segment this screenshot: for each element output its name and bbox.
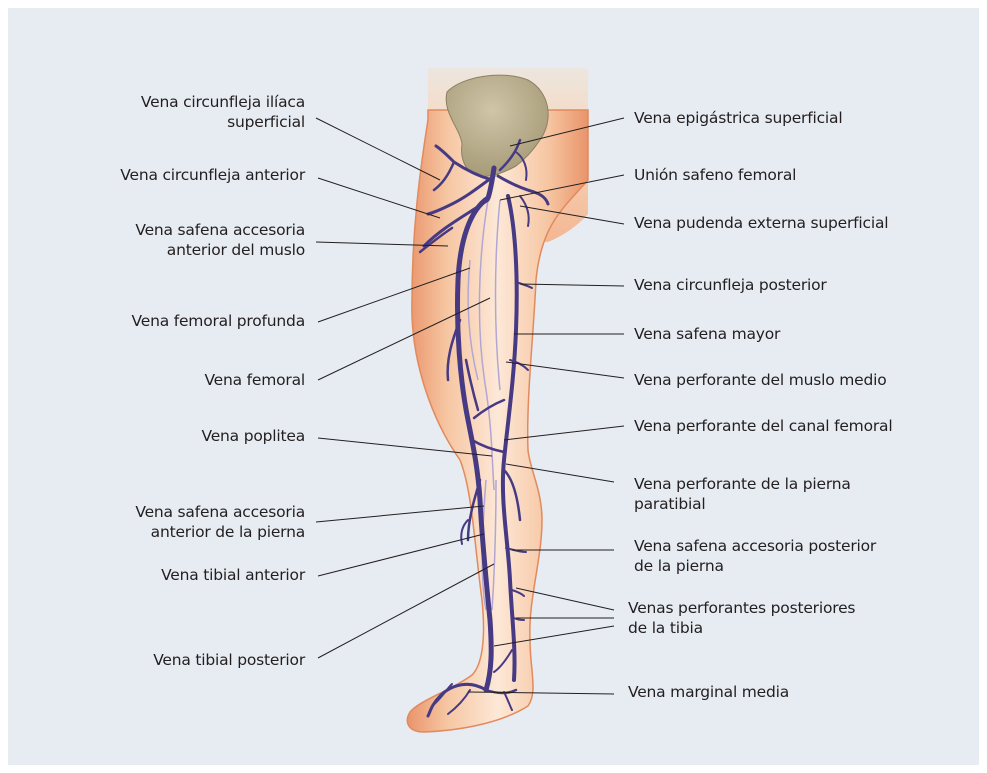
label-line: Vena marginal media: [628, 682, 789, 702]
label-pudenda-externa: Vena pudenda externa superficial: [634, 213, 888, 233]
label-safena-mayor: Vena safena mayor: [634, 324, 780, 344]
label-line: anterior del muslo: [135, 240, 305, 260]
leader-safena-accesoria-anterior-pierna: [316, 506, 484, 522]
label-line: Vena perforante del canal femoral: [634, 416, 892, 436]
label-tibial-anterior: Vena tibial anterior: [161, 565, 305, 585]
label-poplitea: Vena poplitea: [202, 426, 305, 446]
label-perforante-pierna-paratibial: Vena perforante de la pierna paratibial: [634, 474, 851, 514]
leg-silhouette: [407, 110, 588, 732]
label-line: Vena safena accesoria: [135, 220, 305, 240]
label-line: Vena pudenda externa superficial: [634, 213, 888, 233]
label-line: Vena tibial anterior: [161, 565, 305, 585]
label-femoral-profunda: Vena femoral profunda: [132, 311, 305, 331]
label-perforante-muslo-medio: Vena perforante del muslo medio: [634, 370, 887, 390]
label-line: anterior de la pierna: [135, 522, 305, 542]
label-line: Vena safena accesoria: [135, 502, 305, 522]
label-line: de la tibia: [628, 618, 855, 638]
label-line: Vena safena accesoria posterior: [634, 536, 876, 556]
label-line: Vena circunfleja posterior: [634, 275, 827, 295]
label-line: Unión safeno femoral: [634, 165, 796, 185]
label-femoral: Vena femoral: [204, 370, 305, 390]
label-marginal-media: Vena marginal media: [628, 682, 789, 702]
label-circunfleja-iliaca: Vena circunfleja ilíaca superficial: [141, 92, 305, 132]
label-line: Vena perforante del muslo medio: [634, 370, 887, 390]
label-line: Vena femoral: [204, 370, 305, 390]
label-line: de la pierna: [634, 556, 876, 576]
leader-circunfleja-iliaca: [316, 118, 440, 180]
label-safena-accesoria-posterior: Vena safena accesoria posterior de la pi…: [634, 536, 876, 576]
label-perforante-canal-femoral: Vena perforante del canal femoral: [634, 416, 892, 436]
label-line: Vena circunfleja anterior: [120, 165, 305, 185]
label-line: Vena circunfleja ilíaca: [141, 92, 305, 112]
label-line: Vena tibial posterior: [153, 650, 305, 670]
label-circunfleja-posterior: Vena circunfleja posterior: [634, 275, 827, 295]
label-line: Vena epigástrica superficial: [634, 108, 842, 128]
label-safena-accesoria-anterior-muslo: Vena safena accesoria anterior del muslo: [135, 220, 305, 260]
label-safena-accesoria-anterior-pierna: Vena safena accesoria anterior de la pie…: [135, 502, 305, 542]
label-line: Vena perforante de la pierna: [634, 474, 851, 494]
label-line: Vena safena mayor: [634, 324, 780, 344]
leader-tibial-posterior: [318, 564, 494, 658]
label-epigastrica-superficial: Vena epigástrica superficial: [634, 108, 842, 128]
label-union-safeno-femoral: Unión safeno femoral: [634, 165, 796, 185]
label-perforantes-posteriores-tibia: Venas perforantes posteriores de la tibi…: [628, 598, 855, 638]
label-circunfleja-anterior: Vena circunfleja anterior: [120, 165, 305, 185]
label-line: superficial: [141, 112, 305, 132]
label-line: Vena poplitea: [202, 426, 305, 446]
label-line: paratibial: [634, 494, 851, 514]
label-line: Vena femoral profunda: [132, 311, 305, 331]
label-line: Venas perforantes posteriores: [628, 598, 855, 618]
label-tibial-posterior: Vena tibial posterior: [153, 650, 305, 670]
leader-tibial-anterior: [318, 534, 484, 576]
